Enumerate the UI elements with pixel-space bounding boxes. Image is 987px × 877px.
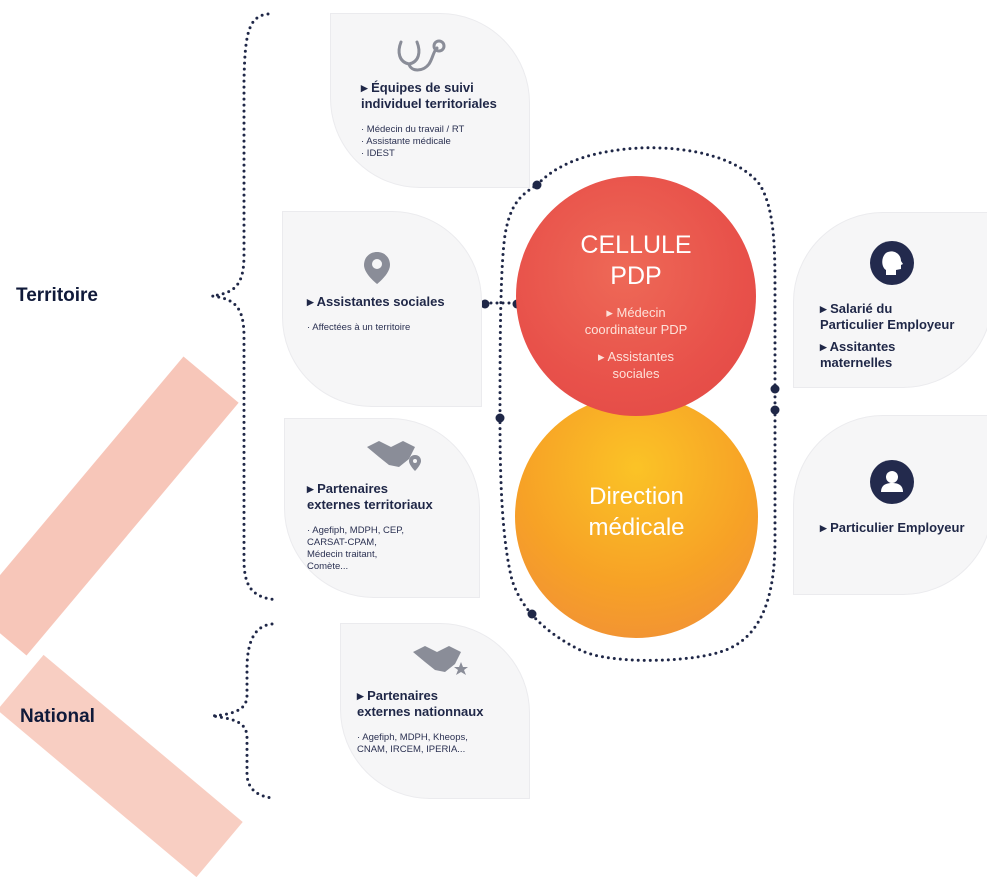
territoire-label: Territoire [16, 285, 99, 306]
equipes-items: · Médecin du travail / RT · Assistante m… [361, 124, 465, 159]
card-salarie: ▸ Salarié du Particulier Employeur ▸ Ass… [793, 212, 987, 388]
cellule-pdp-circle: CELLULE PDP ▸ Médecin coordinateur PDP ▸… [516, 176, 756, 416]
partenaires-nationaux-title: ▸ Partenaires externes nationnaux [357, 688, 484, 719]
salarie-title: ▸ Salarié du Particulier Employeur [820, 301, 955, 332]
head-icon [870, 241, 914, 285]
assistantes-items: · Affectées à un territoire [307, 322, 411, 333]
particulier-title: ▸ Particulier Employeur [820, 520, 965, 535]
partenaires-nationaux-items: · Agefiph, MDPH, Kheops, CNAM, IRCEM, IP… [357, 732, 468, 755]
assistantes-title: ▸ Assistantes sociales [307, 294, 445, 309]
card-partenaires-nationaux: ▸ Partenaires externes nationnaux · Agef… [340, 623, 530, 799]
card-partenaires-territoriaux: ▸ Partenaires externes territoriaux · Ag… [284, 418, 480, 598]
stethoscope-icon [397, 39, 446, 72]
partenaires-territoriaux-title: ▸ Partenaires externes territoriaux [307, 481, 433, 512]
direction-medicale-circle: Direction médicale [515, 395, 758, 638]
location-pin-icon [364, 252, 390, 284]
person-icon [870, 460, 914, 504]
equipes-title: ▸ Équipes de suivi individuel territoria… [361, 80, 497, 111]
partenaires-territoriaux-items: · Agefiph, MDPH, CEP, CARSAT-CPAM, Médec… [307, 525, 404, 572]
handshake-pin-icon [367, 441, 421, 471]
handshake-star-icon [413, 646, 468, 675]
card-equipes-suivi: ▸ Équipes de suivi individuel territoria… [330, 13, 530, 188]
cellule-title: CELLULE PDP [580, 231, 692, 290]
direction-title: Direction médicale [588, 483, 685, 541]
assistantes-maternelles-title: ▸ Assitantes maternelles [820, 339, 896, 370]
card-particulier-employeur: ▸ Particulier Employeur [793, 415, 987, 595]
connector-lines [211, 12, 780, 799]
cellule-assistantes: ▸ Assistantes sociales [598, 349, 674, 381]
national-label: National [20, 706, 95, 727]
card-assistantes-sociales: ▸ Assistantes sociales · Affectées à un … [282, 211, 482, 407]
cellule-medecin: ▸ Médecin coordinateur PDP [584, 305, 688, 337]
